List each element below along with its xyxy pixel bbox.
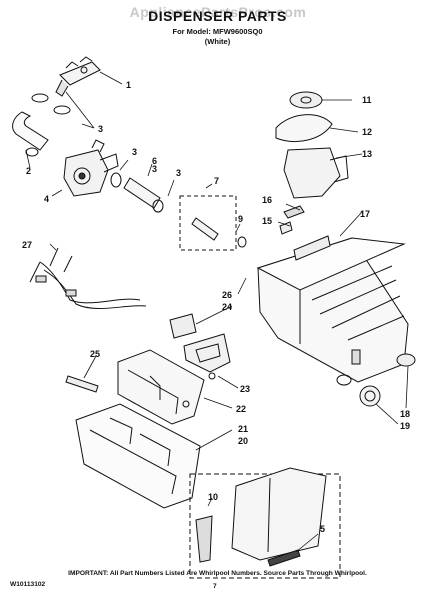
dispenser-tray-part: [117, 349, 205, 425]
callout-9: 9: [238, 214, 244, 224]
siphon-parts: [169, 313, 231, 380]
callout-3d: 3: [176, 168, 182, 178]
watermark: AppliancePartsPros.com: [129, 4, 307, 20]
callout-4: 4: [44, 194, 50, 204]
callout-1: 1: [126, 80, 132, 90]
footer-note: IMPORTANT: All Part Numbers Listed Are W…: [68, 570, 367, 577]
callout-16: 16: [262, 195, 273, 205]
dispenser-cap-part: [275, 91, 349, 199]
callout-20: 20: [238, 436, 249, 446]
callout-10: 10: [208, 492, 219, 502]
callout-3c: 3: [152, 164, 158, 174]
callout-23: 23: [240, 384, 251, 394]
callout-5: 5: [320, 524, 326, 534]
callout-13: 13: [362, 149, 373, 159]
connector-assembly-part: [179, 195, 247, 251]
model-line: For Model: MFW9600SQ0: [172, 27, 263, 36]
wire-harness-part: [29, 247, 147, 310]
fitting-parts: [336, 353, 416, 407]
page-number: 7: [213, 583, 217, 590]
callout-18: 18: [400, 409, 411, 419]
dispenser-drawer-part: [75, 403, 201, 509]
callout-27: 27: [22, 240, 33, 250]
drawer-front-assembly: [189, 467, 341, 579]
callout-12: 12: [362, 127, 373, 137]
leader-lines: [25, 71, 409, 553]
callout-24: 24: [222, 302, 233, 312]
callout-3b: 3: [132, 147, 138, 157]
dispenser-hose-part: [110, 172, 164, 213]
inlet-valve-body-part: [63, 139, 119, 197]
callout-6: 6: [152, 156, 158, 166]
callout-2: 2: [26, 166, 32, 176]
callout-7: 7: [214, 176, 220, 186]
page-title: DISPENSER PARTS: [148, 8, 287, 24]
callout-19: 19: [400, 421, 411, 431]
callout-22: 22: [236, 404, 247, 414]
dispenser-housing-part: [256, 235, 409, 383]
water-valve-part: [55, 56, 101, 97]
color-line: (White): [204, 37, 231, 46]
callout-21: 21: [238, 424, 249, 434]
fill-hose-part: [12, 93, 71, 157]
callout-17: 17: [360, 209, 371, 219]
callout-26: 26: [222, 290, 233, 300]
callout-3a: 3: [98, 124, 104, 134]
callout-25: 25: [90, 349, 101, 359]
fastener-parts: [279, 205, 305, 235]
document-number: W10113102: [10, 581, 46, 588]
callout-15: 15: [262, 216, 273, 226]
lever-part: [65, 375, 99, 393]
callout-11: 11: [362, 95, 372, 105]
